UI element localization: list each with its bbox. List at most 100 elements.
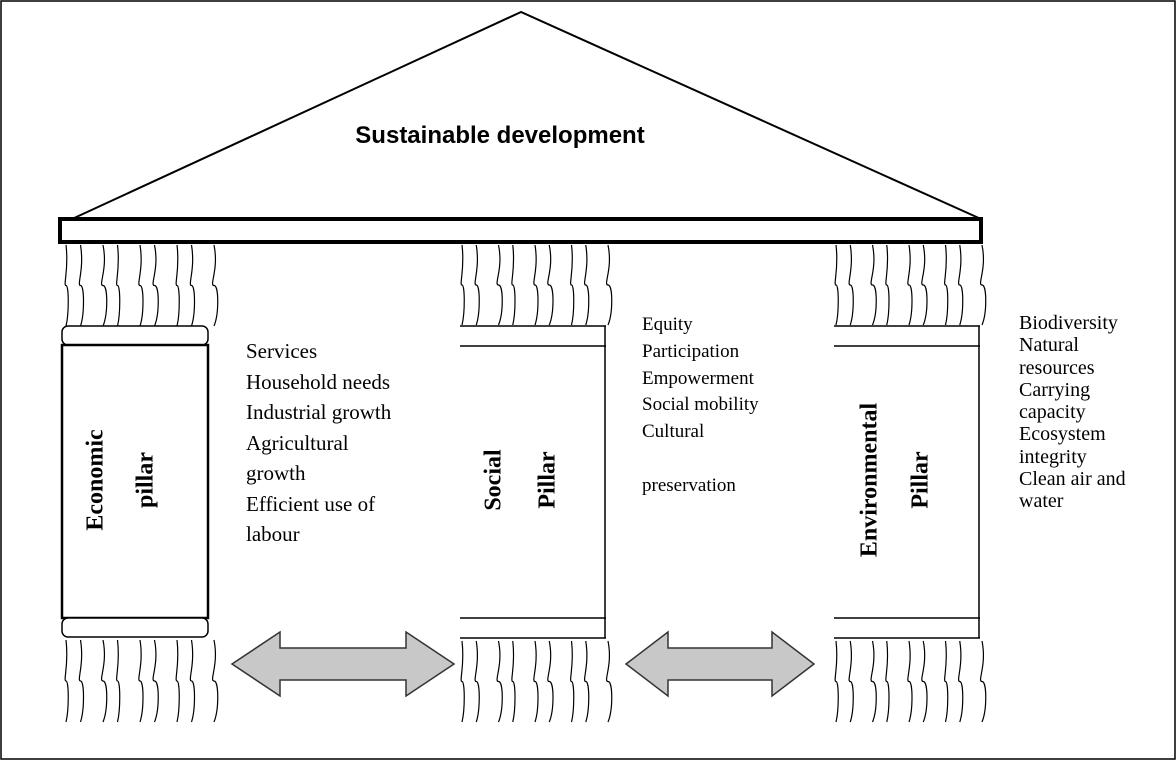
wood-grain-line [605, 244, 613, 326]
list-item: Cultural [642, 421, 705, 443]
environmental-capital-texture [834, 244, 987, 326]
wood-grain-line [211, 639, 219, 723]
list-item: Natural [1019, 334, 1079, 357]
wood-grain-line [100, 639, 108, 723]
wood-grain-line [460, 244, 465, 326]
wood-grain-line [885, 244, 890, 326]
wood-grain-line [533, 640, 539, 723]
economic-pillar [60, 244, 219, 723]
wood-grain-line [64, 639, 69, 723]
wood-grain-line [116, 639, 121, 723]
wood-grain-line [138, 639, 144, 723]
wood-grain-line [958, 640, 964, 723]
wood-grain-line [921, 244, 928, 326]
wood-grain-line [848, 244, 854, 326]
economic-pillar-label-line2: pillar [132, 451, 159, 509]
double-arrow-economic-social [230, 630, 456, 698]
social-pillar [460, 244, 613, 723]
wood-grain-line [944, 640, 949, 723]
list-item: capacity [1019, 401, 1086, 424]
wood-grain-line [100, 244, 108, 327]
wood-grain-line [834, 244, 839, 326]
wood-grain-line [511, 640, 516, 723]
wood-grain-line [848, 640, 854, 723]
wood-grain-line [175, 639, 180, 723]
economic-items-list: Services Household needs Industrial grow… [246, 336, 391, 550]
wood-grain-line [979, 244, 987, 326]
economic-upper-band [61, 325, 209, 346]
list-item: Services [246, 339, 318, 363]
economic-pillar-label-line1: Economic [82, 429, 109, 531]
wood-grain-line [116, 244, 121, 327]
list-item: integrity [1019, 445, 1087, 468]
list-item: Household needs [246, 369, 391, 394]
environmental-pillar-label-line2: Pillar [907, 451, 934, 509]
roof-triangle [71, 10, 982, 220]
environmental-pillar [834, 244, 987, 723]
wood-grain-line [189, 639, 196, 723]
wood-grain-line [907, 640, 913, 723]
wood-grain-line [175, 244, 180, 327]
wood-grain-line [78, 639, 85, 723]
wood-grain-line [511, 244, 516, 326]
social-items-list: Equity Participation Empowerment Social … [642, 312, 759, 500]
wood-grain-line [78, 244, 85, 327]
social-base-texture [460, 640, 613, 723]
wood-grain-line [547, 640, 554, 723]
wood-grain-line [474, 244, 480, 326]
list-item: labour [246, 522, 300, 546]
wood-grain-line [570, 640, 575, 723]
list-item: water [1019, 490, 1064, 513]
wood-grain-line [152, 244, 159, 327]
social-capital-texture [460, 244, 613, 326]
list-item: Participation [642, 340, 740, 362]
wood-grain-line [605, 640, 613, 723]
double-arrow-social-environmental [624, 630, 816, 698]
wood-grain-line [496, 640, 503, 723]
wood-grain-line [921, 640, 928, 723]
list-item: Carrying [1019, 378, 1091, 401]
list-item: Empowerment [642, 367, 754, 389]
wood-grain-line [834, 640, 839, 723]
list-item: Industrial growth [246, 400, 392, 424]
wood-grain-line [584, 244, 590, 326]
social-pillar-label-line1: Social [480, 449, 507, 511]
list-item [642, 446, 759, 473]
wood-grain-line [138, 244, 144, 327]
social-pillar-label-line2: Pillar [534, 451, 561, 509]
wood-grain-line [474, 640, 480, 723]
list-item: Equity [642, 314, 693, 335]
wood-grain-line [885, 640, 890, 723]
wood-grain-line [152, 639, 159, 723]
economic-base-texture [64, 639, 219, 723]
list-item: growth [246, 461, 306, 485]
economic-lower-band [61, 617, 209, 638]
wood-grain-line [64, 244, 69, 327]
wood-grain-line [907, 244, 913, 326]
list-item: Biodiversity [1019, 312, 1118, 334]
wood-grain-line [570, 244, 575, 326]
wood-grain-line [584, 640, 590, 723]
list-item: Ecosystem [1019, 423, 1106, 446]
wood-grain-line [944, 244, 949, 326]
wood-grain-line [533, 244, 539, 326]
wood-grain-line [870, 640, 877, 723]
environmental-pillar-label-line1: Environmental [856, 402, 883, 558]
list-item: Agricultural [246, 430, 349, 455]
diagram-title: Sustainable development [355, 122, 645, 149]
wood-grain-line [547, 244, 554, 326]
wood-grain-line [979, 640, 987, 723]
wood-grain-line [496, 244, 503, 326]
list-item: resources [1019, 356, 1095, 379]
roof-beam [58, 217, 983, 244]
wood-grain-line [958, 244, 964, 326]
wood-grain-line [211, 244, 219, 327]
wood-grain-line [460, 640, 465, 723]
economic-capital-texture [64, 244, 219, 327]
wood-grain-line [189, 244, 196, 327]
environmental-base-texture [834, 640, 987, 723]
environmental-items-list: Biodiversity Natural resources Carrying … [1019, 312, 1126, 513]
list-item: Efficient use of [246, 491, 376, 516]
